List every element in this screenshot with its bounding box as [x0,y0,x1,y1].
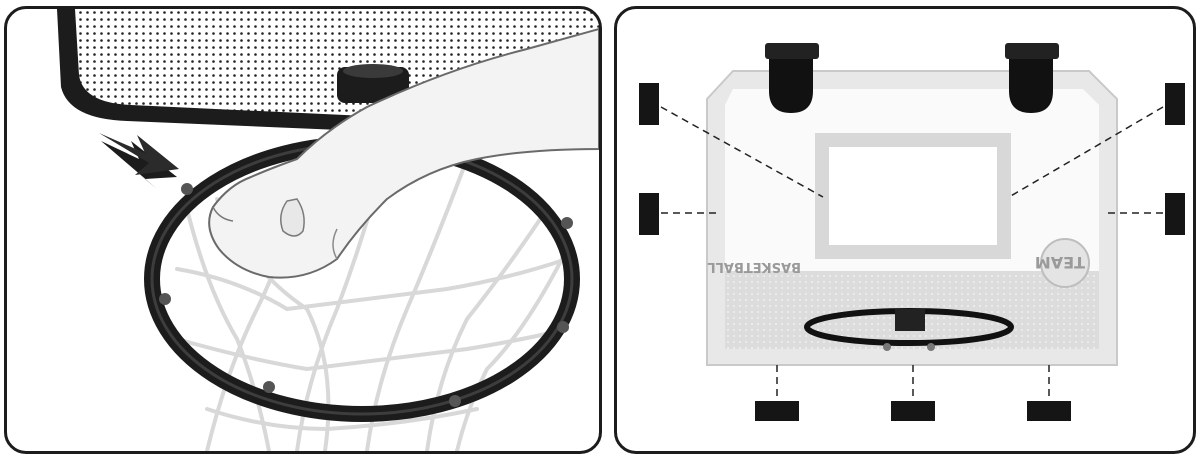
board-lettering: BASKETBALL TEAM [707,238,1090,288]
rim-installation-illustration [57,9,599,451]
door-hooks [765,43,1059,113]
adhesive-pad-icon [1165,83,1185,125]
pad-leader-lines [660,106,1164,399]
pad-placement-diagram: BASKETBALL TEAM [639,43,1185,421]
team-badge [1040,238,1090,288]
hand [208,27,599,279]
adhesive-pad-icon [755,401,799,421]
team-text: TEAM [1035,253,1085,272]
backboard [706,70,1118,366]
pointer-arrow-icon [99,133,179,189]
rim-mount-bracket [337,64,409,103]
basketball-text: BASKETBALL [707,259,801,274]
rim [804,308,1014,351]
adhesive-pad-icon [891,401,935,421]
adhesive-pad-icon [1027,401,1071,421]
adhesive-pad-icon [639,193,659,235]
adhesive-pads [639,83,1185,421]
adhesive-pad-icon [639,83,659,125]
pad-placement-panel: BASKETBALL TEAM [614,6,1196,454]
rim-installation-panel [4,6,602,454]
adhesive-pad-icon [1165,193,1185,235]
